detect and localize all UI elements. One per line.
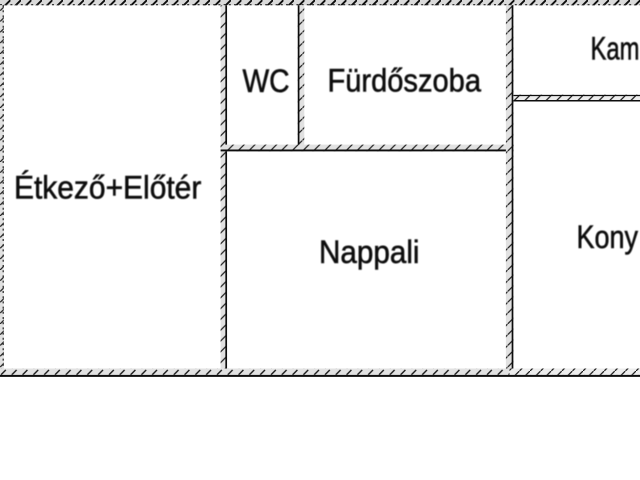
svg-text:Fürdőszoba: Fürdőszoba — [328, 63, 482, 99]
svg-text:Kam: Kam — [591, 30, 640, 66]
svg-text:Kony: Kony — [577, 219, 639, 255]
svg-text:Nappali: Nappali — [319, 234, 420, 270]
svg-text:Étkező+Előtér: Étkező+Előtér — [14, 170, 202, 206]
svg-text:WC: WC — [243, 63, 290, 99]
